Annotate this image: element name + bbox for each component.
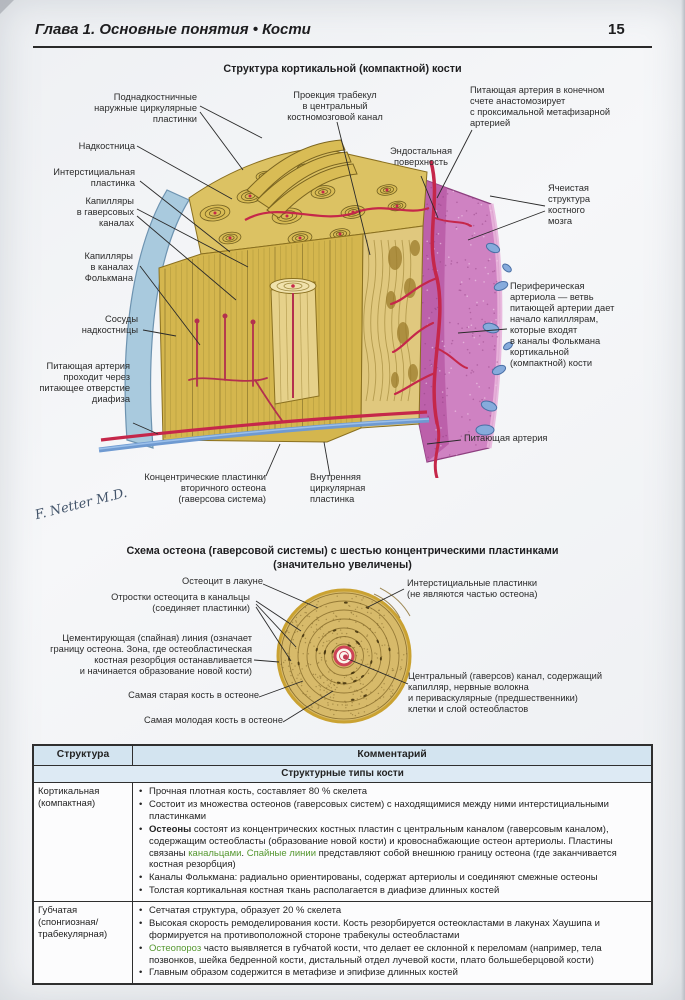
bullet-marker: • xyxy=(139,917,143,929)
haversian-canal xyxy=(333,645,355,667)
label-capillaries-volkmann: Капилляры в каналах Фолькмана xyxy=(84,251,133,283)
label-subperiosteal-plates: Поднадкостничные наружные циркулярные пл… xyxy=(94,92,197,124)
label-osteocyte: Остеоцит в лакуне xyxy=(182,576,263,586)
bullet-marker: • xyxy=(139,942,143,954)
table-section-header: Структурные типы кости xyxy=(32,764,653,784)
bullet-marker: • xyxy=(139,967,143,979)
sinusoid-vessels xyxy=(475,242,513,436)
table-row: Губчатая (спонгиозная/ трабекулярная) •Се… xyxy=(32,901,653,985)
chapter-header: Глава 1. Основные понятия • Кости xyxy=(35,21,311,38)
bullet-marker: • xyxy=(139,885,143,897)
table-row: Кортикальная (компактная) •Прочная плотна… xyxy=(32,782,653,903)
label-trabecular-projection: Проекция трабекул в центральный костномо… xyxy=(287,90,383,122)
bone-structure-table: Структура Комментарий Структурные типы к… xyxy=(32,744,653,986)
comment-bullet: •Главным образом содержится в метафизе и… xyxy=(139,967,458,979)
bullet-marker: • xyxy=(139,786,143,798)
label-periosteum: Надкостница xyxy=(78,141,135,151)
comment-bullet: •Состоит из множества остеонов (гаверсов… xyxy=(139,799,609,822)
label-concentric-plates: Концентрические пластинки вторичного ост… xyxy=(144,472,266,504)
comment-bullet: •Сетчатая структура, образует 20 % скеле… xyxy=(139,905,342,917)
nutrient-artery-vessel xyxy=(100,410,428,442)
label-capillaries-haversian: Капилляры в гаверсовых каналах xyxy=(76,196,134,228)
figure1-title: Структура кортикальной (компактной) кост… xyxy=(223,63,462,75)
label-interstitial-plates: Интерстициальные пластинки (не являются … xyxy=(407,578,538,599)
bone-front-face xyxy=(158,233,364,443)
comment-bullet: •Каналы Фолькмана: радиально ориентирова… xyxy=(139,872,598,884)
osteon-diagram xyxy=(276,587,412,724)
label-nutrient-artery-anastomosis: Питающая артерия в конечном счете анасто… xyxy=(470,85,611,128)
comment-bullet: •Остеопороз часто выявляется в губчатой … xyxy=(139,942,602,966)
label-marrow-structure: Ячеистая структура костного мозга xyxy=(548,183,591,226)
cortical-bone-illustration xyxy=(98,139,513,478)
table-structure-cell: Губчатая (спонгиозная/ трабекулярная) xyxy=(32,901,133,985)
comment-bullet: •Остеоны состоят из концентрических кост… xyxy=(139,823,617,871)
label-cement-line: Цементирующая (спайная) линия (означает … xyxy=(50,633,252,676)
label-inner-circular-plate: Внутренняя циркулярная пластинка xyxy=(310,472,366,504)
label-peripheral-arteriole: Периферическая артериола — ветвь питающе… xyxy=(510,281,615,368)
table-structure-cell: Кортикальная (компактная) xyxy=(32,782,133,903)
header-rule xyxy=(33,46,652,48)
osteon-cylinder xyxy=(269,278,320,405)
bullet-marker: • xyxy=(139,799,143,811)
bullet-marker: • xyxy=(139,872,143,884)
table-comment-cell: •Прочная плотная кость, составляет 80 % … xyxy=(132,782,653,903)
label-osteocyte-processes: Отростки остеоцита в канальцы (соединяет… xyxy=(111,592,250,613)
comment-bullet: •Толстая кортикальная костная ткань расп… xyxy=(139,885,500,897)
table-header-comment: Комментарий xyxy=(132,744,653,766)
bullet-marker: • xyxy=(139,905,143,917)
label-central-canal: Центральный (гаверсов) канал, содержащий… xyxy=(408,671,603,714)
trabecular-holes xyxy=(386,240,420,388)
comment-bullet: •Высокая скорость ремоделирования кости.… xyxy=(139,917,600,941)
bullet-marker: • xyxy=(139,823,143,835)
label-periosteum-vessels: Сосуды надкостницы xyxy=(81,314,138,335)
scan-corner-artifact xyxy=(0,0,14,14)
table-comment-cell: •Сетчатая структура, образует 20 % скеле… xyxy=(132,901,653,985)
label-endosteal-surface: Эндостальная поверхность xyxy=(390,146,452,167)
figure2-title: Схема остеона (гаверсовой системы) с шес… xyxy=(126,545,559,572)
label-nutrient-artery: Питающая артерия xyxy=(464,433,548,443)
label-youngest-bone: Самая молодая кость в остеоне xyxy=(143,715,283,725)
page-number: 15 xyxy=(608,21,625,38)
nutrient-vein xyxy=(98,417,430,453)
label-oldest-bone: Самая старая кость в остеоне xyxy=(128,690,259,700)
label-nutrient-artery-foramen: Питающая артерия проходит через питающее… xyxy=(39,361,130,404)
label-interstitial-plate: Интерстициальная пластинка xyxy=(53,167,135,188)
table-header-structure: Структура xyxy=(32,744,133,766)
scan-edge-shadow xyxy=(681,0,685,1000)
comment-bullet: •Прочная плотная кость, составляет 80 % … xyxy=(139,786,368,798)
